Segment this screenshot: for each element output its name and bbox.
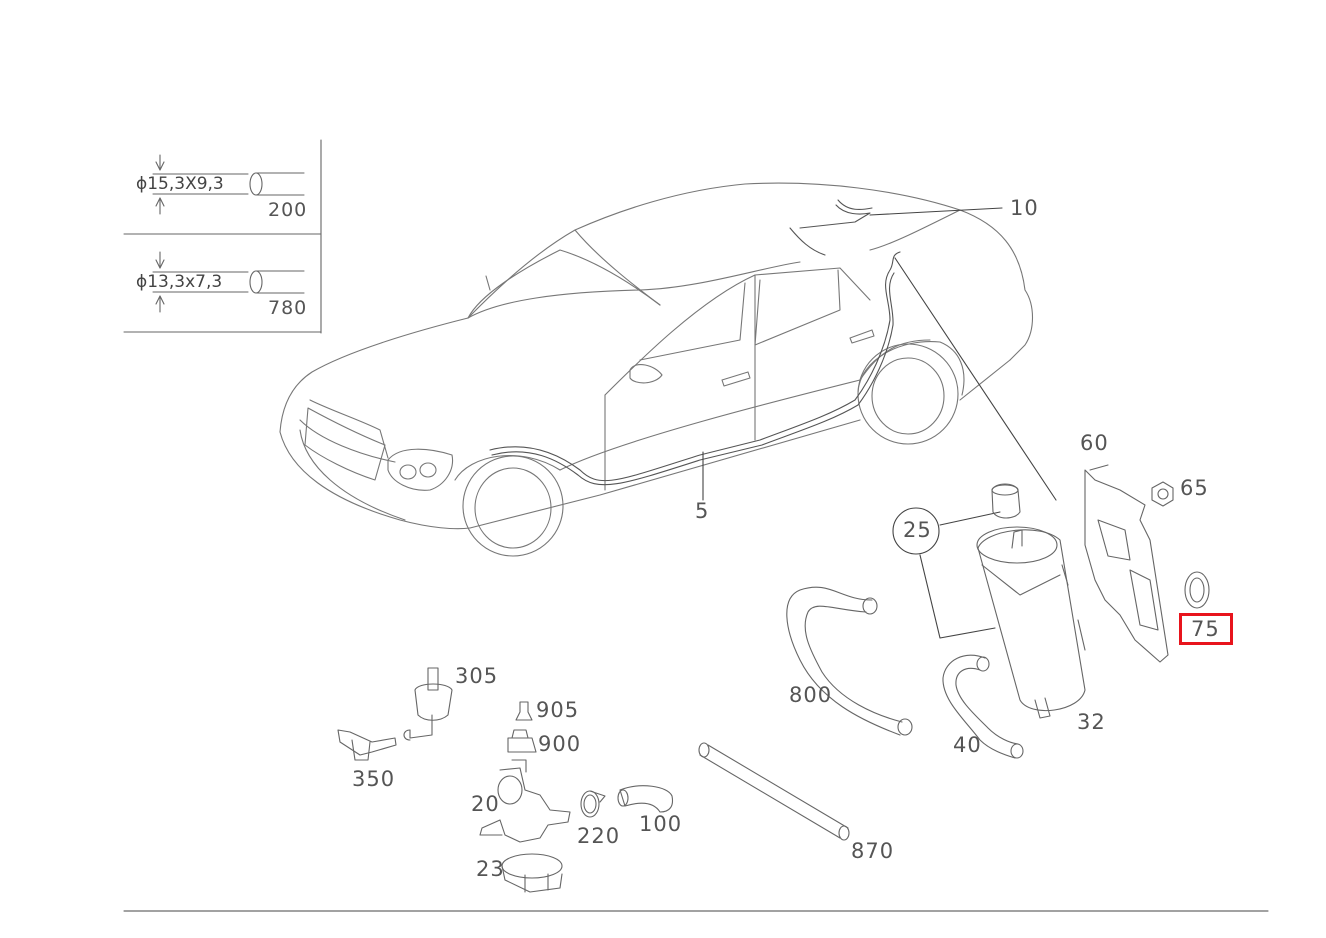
- part-65-nut[interactable]: [1151, 481, 1174, 507]
- spec-row-2-part[interactable]: 780: [268, 297, 308, 319]
- part-100-elbow[interactable]: [617, 785, 674, 813]
- fuel-line-routing: [489, 199, 901, 486]
- part-label-25[interactable]: 25: [903, 518, 932, 542]
- part-20-pump[interactable]: [479, 759, 571, 843]
- part-label-40[interactable]: 40: [953, 733, 982, 757]
- part-32-canister[interactable]: [976, 526, 1086, 719]
- part-350-connector[interactable]: [337, 729, 397, 761]
- part-870-hose[interactable]: [698, 742, 850, 841]
- part-25-cap[interactable]: [991, 483, 1021, 519]
- part-60-bracket[interactable]: [1084, 464, 1169, 663]
- highlight-box-75: [1179, 613, 1233, 645]
- part-40-hose[interactable]: [942, 654, 1024, 759]
- part-800-hose[interactable]: [786, 586, 913, 736]
- part-label-220[interactable]: 220: [577, 824, 621, 848]
- spec-row-1-part[interactable]: 200: [268, 199, 308, 221]
- part-label-75[interactable]: 75: [1191, 617, 1220, 641]
- part-label-905[interactable]: 905: [536, 698, 580, 722]
- part-label-305[interactable]: 305: [455, 664, 499, 688]
- part-220-clamp[interactable]: [580, 790, 606, 818]
- part-23-mount[interactable]: [501, 853, 563, 893]
- part-label-870[interactable]: 870: [851, 839, 895, 863]
- part-905-plug[interactable]: [515, 701, 533, 721]
- part-label-32[interactable]: 32: [1077, 710, 1106, 734]
- car-outline: [279, 182, 1034, 557]
- part-label-20[interactable]: 20: [471, 792, 500, 816]
- part-75-washer[interactable]: [1184, 571, 1210, 609]
- part-label-5[interactable]: 5: [695, 499, 710, 523]
- part-label-60[interactable]: 60: [1080, 431, 1109, 455]
- part-label-10[interactable]: 10: [1010, 196, 1039, 220]
- part-305-valve[interactable]: [403, 667, 453, 741]
- part-label-800[interactable]: 800: [789, 683, 833, 707]
- part-label-23[interactable]: 23: [476, 857, 505, 881]
- part-25-callout-circle: [892, 507, 940, 555]
- part-label-100[interactable]: 100: [639, 812, 683, 836]
- part-label-900[interactable]: 900: [538, 732, 582, 756]
- part-label-350[interactable]: 350: [352, 767, 396, 791]
- spec-row-2-dimension: ϕ13,3x7,3: [136, 272, 223, 292]
- spec-row-1-dimension: ϕ15,3X9,3: [136, 174, 224, 194]
- leader-lines: [702, 207, 1057, 639]
- hose-spec-table: [123, 139, 322, 334]
- part-label-65[interactable]: 65: [1180, 476, 1209, 500]
- part-900-connector[interactable]: [507, 729, 537, 753]
